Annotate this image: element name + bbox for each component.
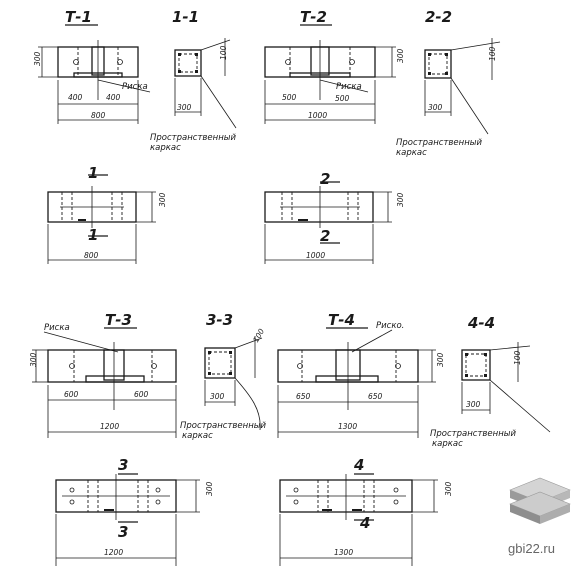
t1-section: 1-1 100 300 Пространственный каркас — [150, 8, 236, 153]
t1-section-title: 1-1 — [172, 8, 199, 26]
block-t2: Т-2 300 500 500 1000 Риска 2-2 — [264, 8, 501, 264]
t3-section-depth: 100 — [251, 327, 266, 344]
t3-frame-label: Пространственный — [180, 421, 266, 431]
t3-plan-mark-top: 3 — [118, 456, 128, 474]
t4-riska: Риско. — [376, 321, 404, 331]
t2-plan-mark-top: 2 — [320, 170, 330, 188]
t4-height-dim: 300 — [436, 352, 445, 367]
t4-section-title: 4-4 — [467, 314, 495, 332]
t1-total: 800 — [91, 111, 106, 120]
t4-half-left: 650 — [296, 392, 311, 401]
t4-plan: 4 4 300 1300 — [279, 456, 453, 566]
t1-plan: 1 1 300 800 — [47, 164, 167, 264]
watermark-text: gbi22.ru — [508, 541, 555, 556]
t1-section-width: 300 — [177, 103, 192, 112]
t1-half-left: 400 — [68, 93, 83, 102]
t4-title: Т-4 — [328, 311, 355, 329]
t4-section-width: 300 — [466, 400, 481, 409]
t1-plan-mark-top: 1 — [88, 164, 98, 182]
t3-half-left: 600 — [64, 390, 79, 399]
t3-elevation: 300 600 600 1200 — [29, 342, 177, 438]
t4-section: 4-4 100 300 Пространственный каркас — [430, 314, 551, 449]
t1-elevation: 300 400 400 800 Риска — [33, 40, 151, 124]
t1-half-right: 400 — [106, 93, 121, 102]
t1-plan-width: 300 — [158, 192, 167, 207]
t2-section-depth: 100 — [488, 46, 497, 61]
t4-total: 1300 — [338, 422, 357, 431]
t3-half-right: 600 — [134, 390, 149, 399]
t2-height-dim: 300 — [396, 48, 405, 63]
t4-frame-label: Пространственный — [430, 429, 516, 439]
t4-frame-label2: каркас — [432, 439, 463, 449]
t4-plan-mark-bottom: 4 — [359, 514, 370, 532]
t2-plan: 2 2 300 1000 — [264, 170, 405, 264]
t3-total: 1200 — [100, 422, 119, 431]
block-t3: Т-3 Риска 300 600 600 1200 3-3 — [29, 311, 266, 566]
t2-plan-mark-bottom: 2 — [320, 227, 330, 245]
t3-section-title: 3-3 — [206, 311, 233, 329]
t1-plan-mark-bottom: 1 — [88, 226, 98, 244]
t2-half-left: 500 — [282, 93, 297, 102]
block-t1: Т-1 300 400 400 800 Ри — [33, 8, 236, 264]
t3-section-width: 300 — [210, 392, 225, 401]
t3-plan-mark-bottom: 3 — [118, 523, 128, 541]
t4-plan-mark-top: 4 — [353, 456, 364, 474]
t3-plan-length: 1200 — [104, 548, 123, 557]
t2-section: 2-2 100 300 Пространственный каркас — [396, 8, 501, 158]
t1-frame-label2: каркас — [150, 143, 181, 153]
t4-section-depth: 100 — [513, 350, 522, 365]
t2-section-width: 300 — [428, 103, 443, 112]
t2-elevation: 300 500 500 1000 Риска — [264, 40, 405, 124]
t2-plan-width: 300 — [396, 192, 405, 207]
t2-riska: Риска — [336, 82, 362, 92]
t2-plan-length: 1000 — [306, 251, 325, 260]
t1-height-dim: 300 — [33, 51, 42, 66]
t3-plan: 3 3 300 1200 — [55, 456, 214, 566]
t3-frame-label2: каркас — [182, 431, 213, 441]
t3-height-dim: 300 — [29, 352, 38, 367]
t3-section: 3-3 100 300 Пространственный каркас — [180, 311, 266, 441]
t2-frame-label: Пространственный — [396, 138, 482, 148]
t1-title: Т-1 — [65, 8, 92, 26]
t1-riska: Риска — [122, 82, 148, 92]
t2-total: 1000 — [308, 111, 327, 120]
block-t4: Т-4 Риско. 300 650 650 1300 4-4 — [277, 311, 551, 566]
t2-title: Т-2 — [300, 8, 327, 26]
t1-section-depth: 100 — [219, 45, 228, 60]
t3-plan-width: 300 — [205, 481, 214, 496]
t1-frame-label: Пространственный — [150, 133, 236, 143]
t4-half-right: 650 — [368, 392, 383, 401]
t3-riska: Риска — [44, 323, 70, 333]
t2-frame-label2: каркас — [396, 148, 427, 158]
t1-plan-length: 800 — [84, 251, 99, 260]
t3-title: Т-3 — [105, 311, 132, 329]
t4-elevation: 300 650 650 1300 — [277, 342, 445, 438]
layered-slabs-logo — [509, 477, 571, 524]
t2-half-right: 500 — [335, 94, 350, 103]
t4-plan-length: 1300 — [334, 548, 353, 557]
t2-section-title: 2-2 — [425, 8, 452, 26]
t4-plan-width: 300 — [444, 481, 453, 496]
